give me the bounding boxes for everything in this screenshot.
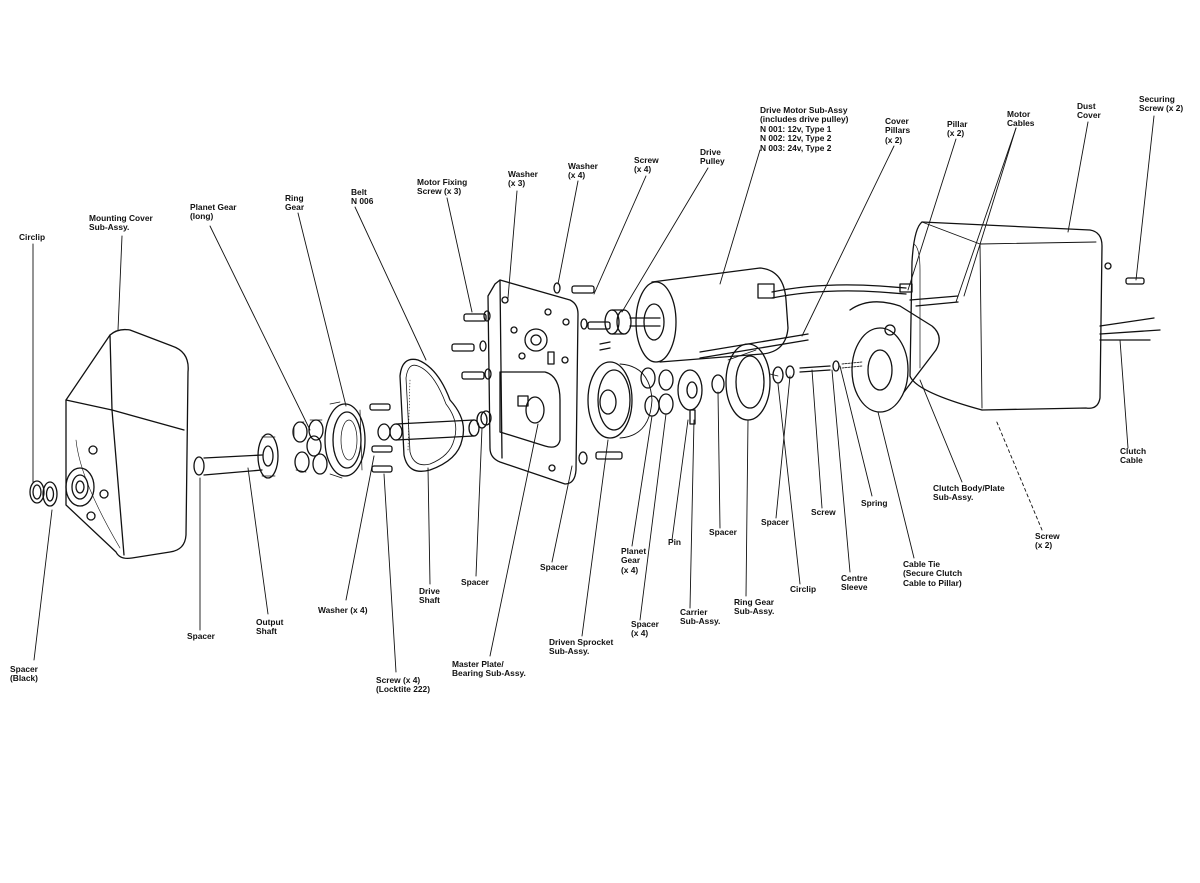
belt-part (399, 358, 465, 472)
pillars-part (599, 333, 809, 359)
clutch-body-part (849, 295, 959, 413)
label-master-plate: Master Plate/Bearing Sub-Assy. (452, 659, 526, 679)
driven-sprocket-part (587, 361, 653, 439)
motor-fixing-screws-part (451, 313, 487, 380)
screws-x4-top-part (553, 282, 623, 465)
carrier-part (677, 369, 703, 425)
spacer-black-part (42, 481, 58, 507)
label-spacer-black: Spacer(Black) (10, 664, 38, 684)
label-washer-x3: Washer(x 3) (508, 169, 538, 189)
label-screw-mid: Screw (811, 507, 836, 517)
label-drive-motor: Drive Motor Sub-Assy(includes drive pull… (760, 105, 849, 153)
label-washer-x4-bottom: Washer (x 4) (318, 605, 368, 615)
label-spacer-left: Spacer (187, 631, 215, 641)
securing-screw-part (1125, 277, 1145, 285)
washers-x3-part (479, 310, 492, 380)
master-plate-part (487, 279, 579, 485)
label-pin: Pin (668, 537, 682, 547)
label-spacer-center: Spacer (540, 562, 568, 572)
drive-shaft-part (389, 410, 492, 441)
planet-gears-long-part (292, 419, 328, 475)
planet-gears-x4-part (640, 367, 674, 417)
drive-pulley-part (604, 309, 632, 335)
label-screw-locktite: Screw (x 4)(Locktite 222) (376, 675, 430, 695)
label-spacer-mid: Spacer (709, 527, 737, 537)
spacer-part (711, 374, 725, 394)
small-parts-right (772, 360, 863, 384)
label-pillar: Pillar(x 2) (947, 119, 968, 139)
label-circlip-left: Circlip (19, 232, 46, 242)
dust-cover-part (909, 221, 1161, 411)
label-planet-gear-long: Planet Gear(long) (190, 202, 237, 222)
label-washer-x4-top: Washer(x 4) (568, 161, 598, 181)
leader-lines (32, 115, 1155, 673)
label-screw-x2-right: Screw(x 2) (1035, 531, 1060, 551)
label-spacer-mid-right: Spacer (761, 517, 789, 527)
label-circlip-right: Circlip (790, 584, 817, 594)
drive-motor-part (629, 267, 913, 363)
output-shaft-part (193, 433, 279, 479)
label-spacer-drive: Spacer (461, 577, 489, 587)
label-screw-x4-top: Screw(x 4) (634, 155, 659, 175)
label-spring: Spring (861, 498, 888, 508)
ring-gear-part (324, 401, 366, 479)
label-spacer-x4: Spacer(x 4) (631, 619, 659, 639)
mounting-cover-part (65, 328, 189, 560)
circlip-part (29, 480, 45, 504)
